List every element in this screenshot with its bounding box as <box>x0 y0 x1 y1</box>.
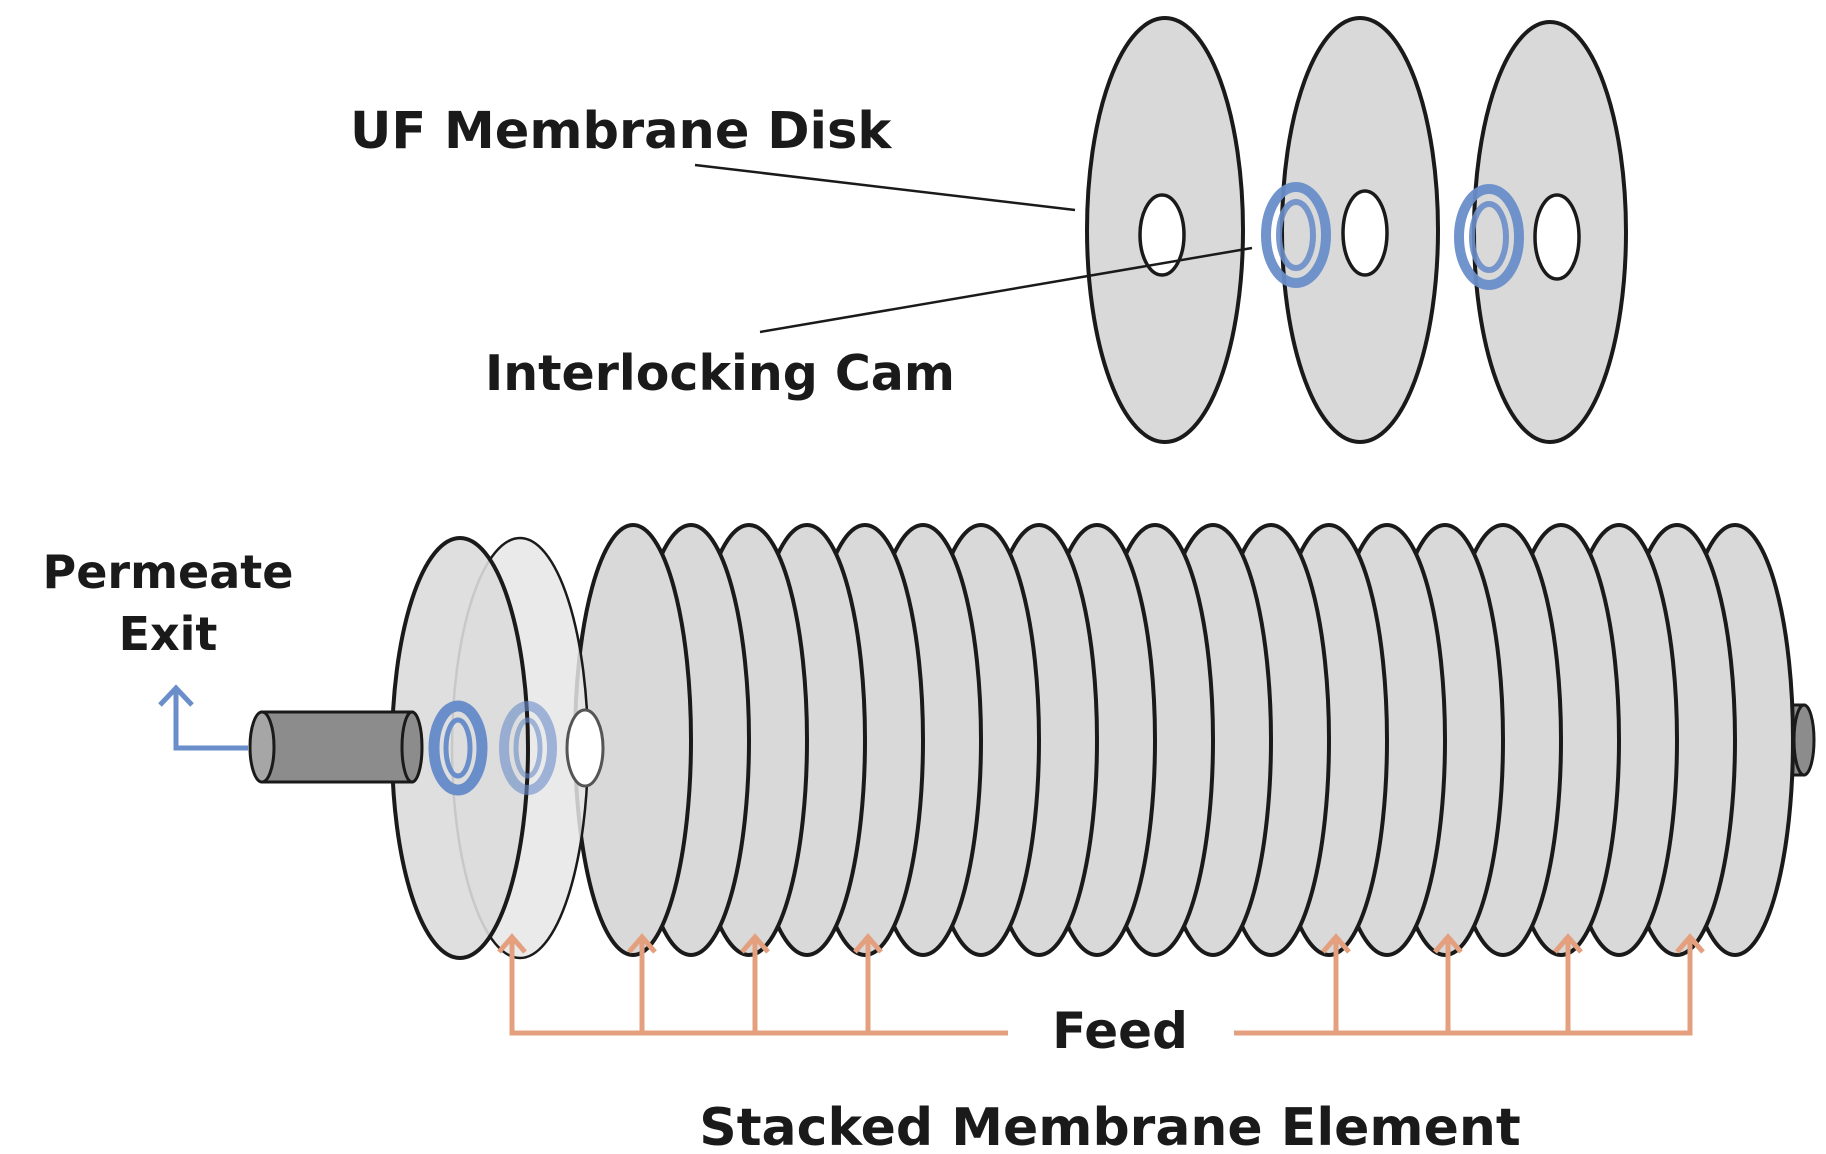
uf-membrane-disk-label: UF Membrane Disk <box>350 102 892 161</box>
uf-disk-leader-line <box>694 163 1076 212</box>
membrane-disk-1 <box>1085 16 1245 444</box>
stacked-element-assembly <box>248 523 1816 960</box>
stack-cam-2 <box>499 701 557 795</box>
stack-cam-1 <box>428 700 488 796</box>
stacked-membrane-element-label: Stacked Membrane Element <box>699 1098 1521 1154</box>
membrane-disk-stack <box>390 523 1795 960</box>
membrane-disk-3 <box>1472 20 1628 444</box>
feed-arrow-head <box>740 933 770 954</box>
feed-arrow-head <box>853 933 883 954</box>
interlocking-cam-label: Interlocking Cam <box>485 345 955 402</box>
feed-arrow-head <box>1321 933 1351 954</box>
feed-manifold-left <box>509 940 1008 1036</box>
feed-arrow-head <box>1553 933 1583 954</box>
exit-label: Exit <box>119 607 218 661</box>
feed-arrows <box>497 933 1705 1036</box>
permeate-label: Permeate <box>43 545 294 599</box>
feed-arrow-head <box>1675 933 1705 954</box>
exploded-disk-assembly <box>1085 16 1628 444</box>
permeate-shaft <box>248 710 424 784</box>
feed-arrow-head <box>497 933 527 954</box>
right-shaft-end <box>1792 703 1816 777</box>
interlocking-cam-1 <box>1261 182 1331 288</box>
feed-label: Feed <box>1052 1002 1188 1060</box>
feed-arrow-head <box>1433 933 1463 954</box>
permeate-exit-arrow <box>158 684 248 751</box>
stack-hole-outline <box>565 708 605 788</box>
interlocking-cam-2 <box>1454 184 1524 290</box>
cam-leader-line <box>759 246 1253 334</box>
membrane-disk-2 <box>1280 16 1440 444</box>
feed-arrow-head <box>627 933 657 954</box>
